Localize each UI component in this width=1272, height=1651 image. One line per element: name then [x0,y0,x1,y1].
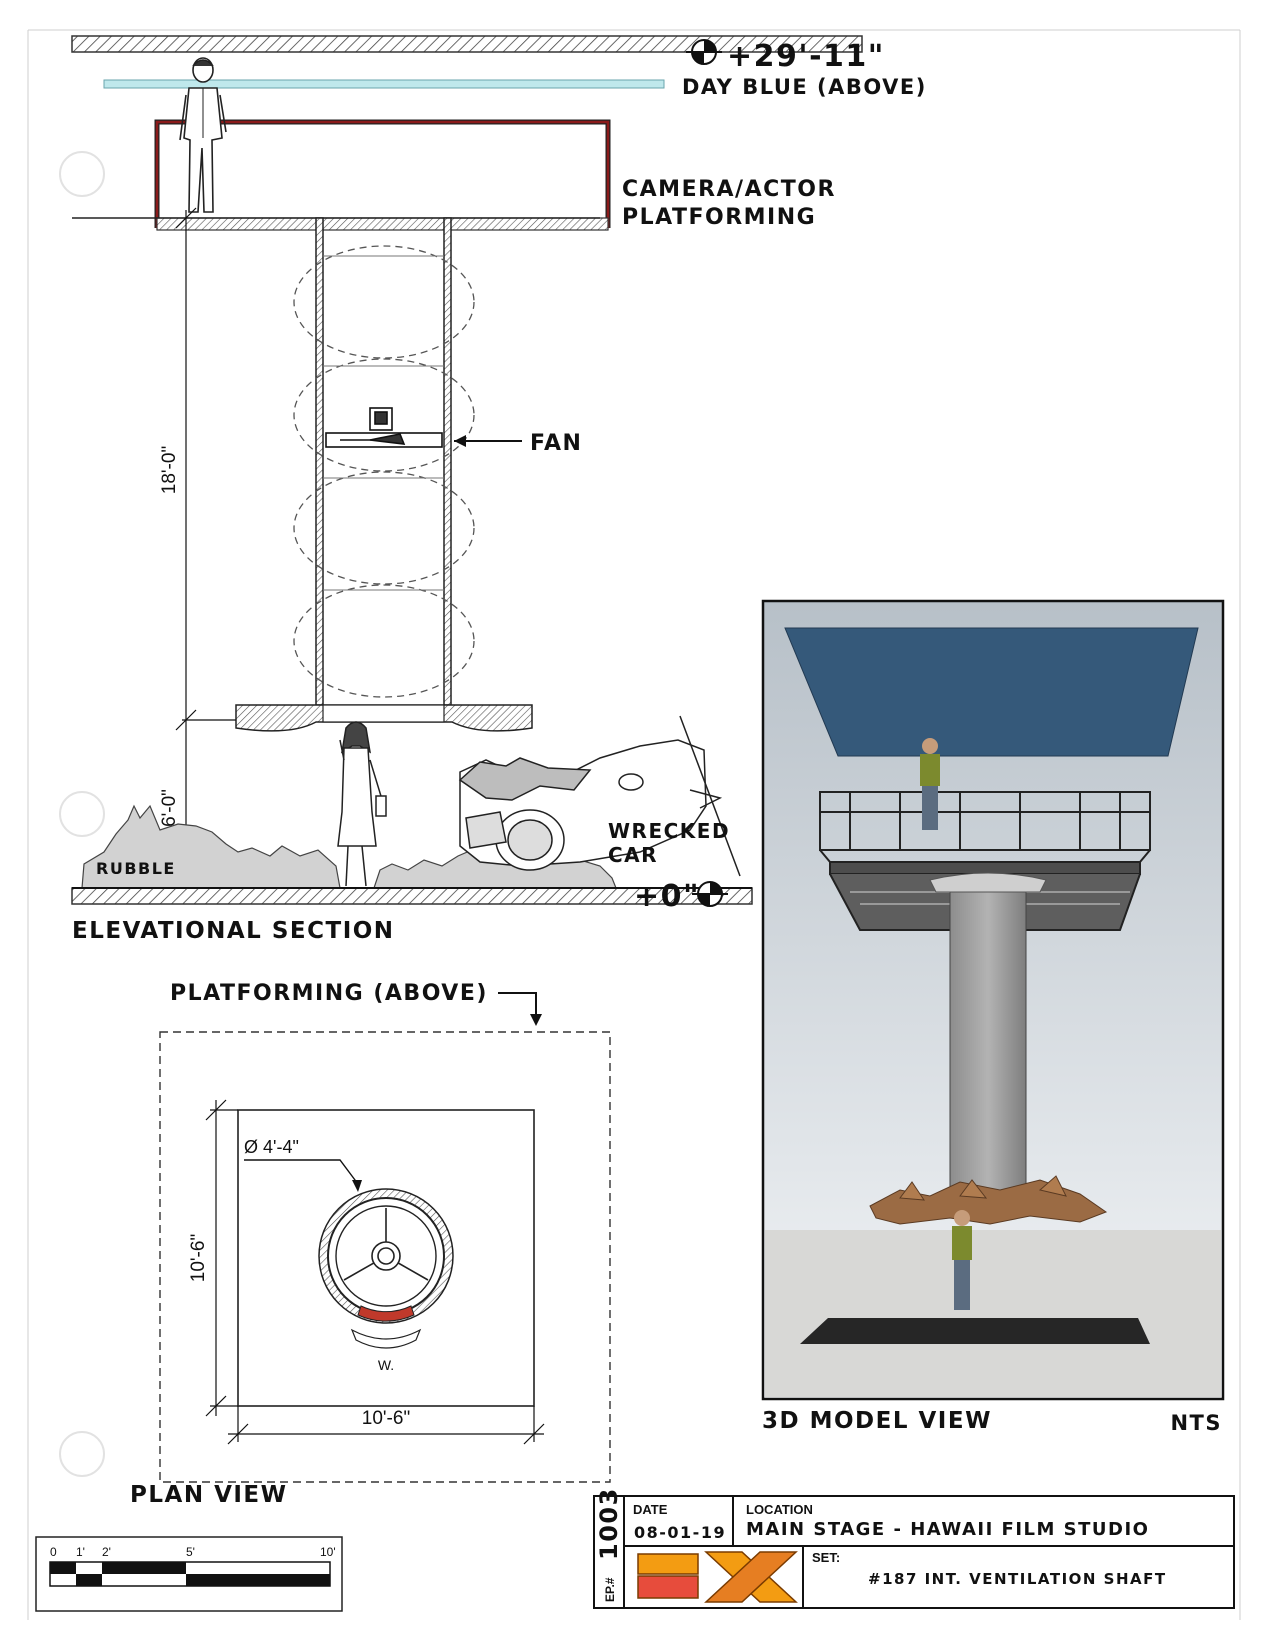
platform-outline-dashed [159,1031,611,1483]
set-value: #187 INT. VENTILATION SHAFT [868,1570,1167,1588]
plan-horizontal-dim-label: 10'-6" [362,1408,410,1429]
binder-hole-middle [59,791,105,837]
scale-label-2: 2' [102,1545,111,1559]
actor-figure-ground-icon [337,721,387,887]
window-opening [357,1305,415,1322]
model-actor-ground-icon [952,1210,972,1310]
binder-hole-bottom [59,1431,105,1477]
not-to-scale-label: NTS [1170,1411,1222,1435]
actor-figure-platform-icon [179,57,227,213]
vertical-dimension-line [175,207,236,903]
elevation-marker-floor-icon [692,881,728,907]
plan-view-title: PLAN VIEW [130,1482,288,1508]
plan-horizontal-dimension [227,1406,545,1445]
model-column [949,879,1027,1191]
location-label: LOCATION [746,1502,813,1517]
plan-vertical-dim-label: 10'-6" [188,1234,209,1282]
elevational-section-title: ELEVATIONAL SECTION [72,918,395,944]
rubble-pile-left [81,804,341,889]
diameter-leader [244,1159,362,1192]
graphic-scale-bar: 0 1' 2' 5' 10' [35,1536,343,1612]
model-actor-platform-icon [920,738,940,830]
model-sky-backing [784,627,1199,757]
platforming-leader-arrow [498,992,542,1026]
day-blue-label: DAY BLUE (ABOVE) [682,75,927,99]
elevation-marker-top-icon [686,39,722,65]
binder-hole-top [59,151,105,197]
day-blue-backing [103,79,665,89]
shaft-dashed-hoops [293,245,475,698]
elevational-section: +29'-11" DAY BLUE (ABOVE) CAMERA/ACTOR P… [71,35,927,944]
wrecked-car-label-line1: WRECKED [608,819,730,843]
platforming-above-label: PLATFORMING (ABOVE) [170,981,488,1006]
platform-railing [154,119,611,228]
diameter-label: Ø 4'-4" [244,1137,299,1157]
shaft-wall-right [443,217,452,706]
scale-label-5: 5' [186,1545,195,1559]
shaft-height-dimension: 18'-0" [159,446,180,494]
episode-label: EP.# [603,1577,617,1602]
model-floor-mat [800,1318,1150,1344]
title-block: EP.# 1003 DATE 08-01-19 LOCATION MAIN ST… [593,1487,1235,1609]
set-label: SET: [812,1550,840,1565]
window-label: W. [378,1357,394,1373]
shaft-wall-left [315,217,324,706]
scale-label-1: 1' [76,1545,85,1559]
platform-deck [156,217,609,231]
model-view-title: 3D MODEL VIEW [762,1408,992,1434]
floor-elevation-label: +0" [634,879,700,914]
plan-view: PLATFORMING (ABOVE) W. Ø 4'-4" [130,981,611,1508]
date-value: 08-01-19 [634,1523,726,1542]
fan-leader-arrow [454,435,522,447]
platform-label-line1: CAMERA/ACTOR [622,177,836,202]
show-logo [637,1551,798,1603]
model-rubble [869,1175,1108,1225]
fan-plan-icon [343,1208,429,1281]
wrecked-car-icon [458,715,741,877]
model-floor [765,1230,1221,1397]
scale-label-0: 0 [50,1545,57,1559]
fan-label: FAN [530,431,582,456]
model-view: 3D MODEL VIEW NTS [761,599,1225,1435]
scale-label-10: 10' [320,1545,336,1559]
wrecked-car-label-line2: CAR [608,843,658,867]
date-label: DATE [633,1502,668,1517]
plan-vertical-dimension [205,1099,238,1417]
window-swing-icon [350,1328,422,1349]
top-elevation-label: +29'-11" [727,39,885,74]
ceiling-slab [71,35,863,53]
clearance-dimension: 6'-0" [159,789,180,827]
rubble-label: RUBBLE [96,859,176,878]
fan-unit-icon [325,407,443,448]
location-value: MAIN STAGE - HAWAII FILM STUDIO [746,1519,1150,1540]
episode-number: 1003 [595,1487,623,1560]
platform-label-line2: PLATFORMING [622,205,816,230]
